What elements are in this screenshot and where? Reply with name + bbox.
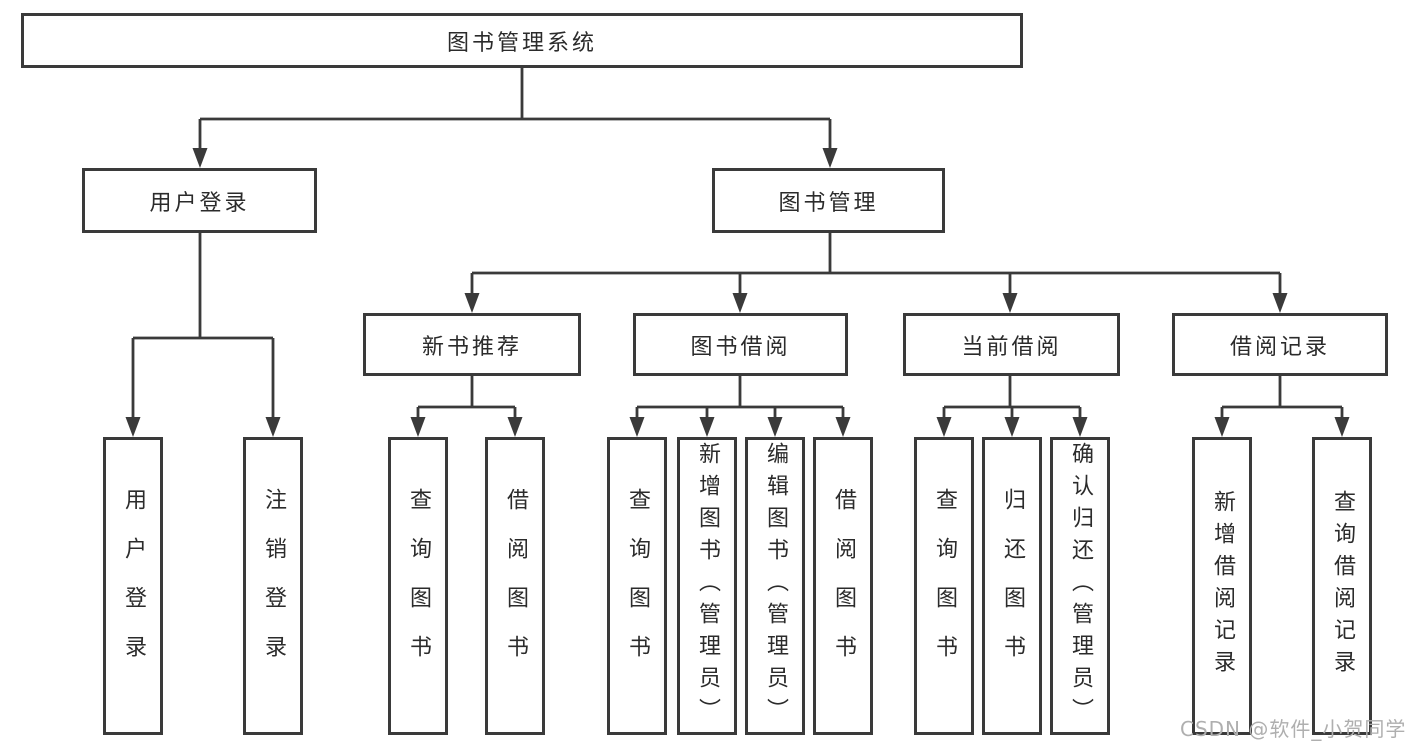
- leaf-edit-books-admin: 编辑图书（管理员）: [745, 437, 805, 735]
- connector-line: [470, 233, 1282, 296]
- arrowhead-icon: [464, 293, 480, 313]
- leaf-borrow-books-1: 借阅图书: [485, 437, 545, 735]
- node-book-management-system: 图书管理系统: [21, 13, 1023, 68]
- connector-current-borrow-to-leaves: [936, 376, 1088, 437]
- arrowhead-icon: [1072, 417, 1088, 437]
- arrowhead-icon: [1272, 293, 1288, 313]
- connector-line: [198, 68, 832, 151]
- arrowhead-icon: [936, 417, 952, 437]
- connector-new-book-to-leaves: [410, 376, 523, 437]
- node-new-book-recommendation: 新书推荐: [363, 313, 581, 376]
- leaf-confirm-return-admin: 确认归还（管理员）: [1050, 437, 1110, 735]
- leaf-query-books-3: 查询图书: [914, 437, 974, 735]
- node-user-login: 用户登录: [82, 168, 317, 233]
- arrowhead-icon: [699, 417, 715, 437]
- leaf-query-books-1: 查询图书: [388, 437, 448, 735]
- leaf-query-books-2: 查询图书: [607, 437, 667, 735]
- arrowhead-icon: [1004, 417, 1020, 437]
- arrowhead-icon: [835, 417, 851, 437]
- connector-line: [942, 376, 1082, 420]
- connector-root-to-level2: [192, 68, 838, 168]
- arrowhead-icon: [732, 293, 748, 313]
- leaf-logout: 注销登录: [243, 437, 303, 735]
- connector-borrow-records-to-leaves: [1214, 376, 1350, 437]
- connector-book-management-to-level3: [464, 233, 1288, 313]
- arrowhead-icon: [410, 417, 426, 437]
- connector-line: [635, 376, 845, 420]
- arrowhead-icon: [507, 417, 523, 437]
- node-book-management: 图书管理: [712, 168, 945, 233]
- node-book-borrowing: 图书借阅: [633, 313, 848, 376]
- arrowhead-icon: [192, 148, 208, 168]
- connector-line: [416, 376, 517, 420]
- arrowhead-icon: [265, 417, 281, 437]
- leaf-query-borrow-record: 查询借阅记录: [1312, 437, 1372, 735]
- node-current-borrowing: 当前借阅: [903, 313, 1120, 376]
- arrowhead-icon: [1002, 293, 1018, 313]
- arrowhead-icon: [1214, 417, 1230, 437]
- node-borrowing-records: 借阅记录: [1172, 313, 1388, 376]
- connector-user-login-to-leaves: [125, 233, 281, 437]
- leaf-user-login: 用户登录: [103, 437, 163, 735]
- leaf-add-borrow-record: 新增借阅记录: [1192, 437, 1252, 735]
- leaf-borrow-books-2: 借阅图书: [813, 437, 873, 735]
- arrowhead-icon: [125, 417, 141, 437]
- leaf-return-books: 归还图书: [982, 437, 1042, 735]
- arrowhead-icon: [767, 417, 783, 437]
- watermark: CSDN @软件_小贺同学: [1180, 717, 1405, 741]
- connector-line: [131, 233, 275, 420]
- arrowhead-icon: [629, 417, 645, 437]
- leaf-add-books-admin: 新增图书（管理员）: [677, 437, 737, 735]
- arrowhead-icon: [822, 148, 838, 168]
- connector-line: [1220, 376, 1344, 420]
- arrowhead-icon: [1334, 417, 1350, 437]
- connector-book-borrow-to-leaves: [629, 376, 851, 437]
